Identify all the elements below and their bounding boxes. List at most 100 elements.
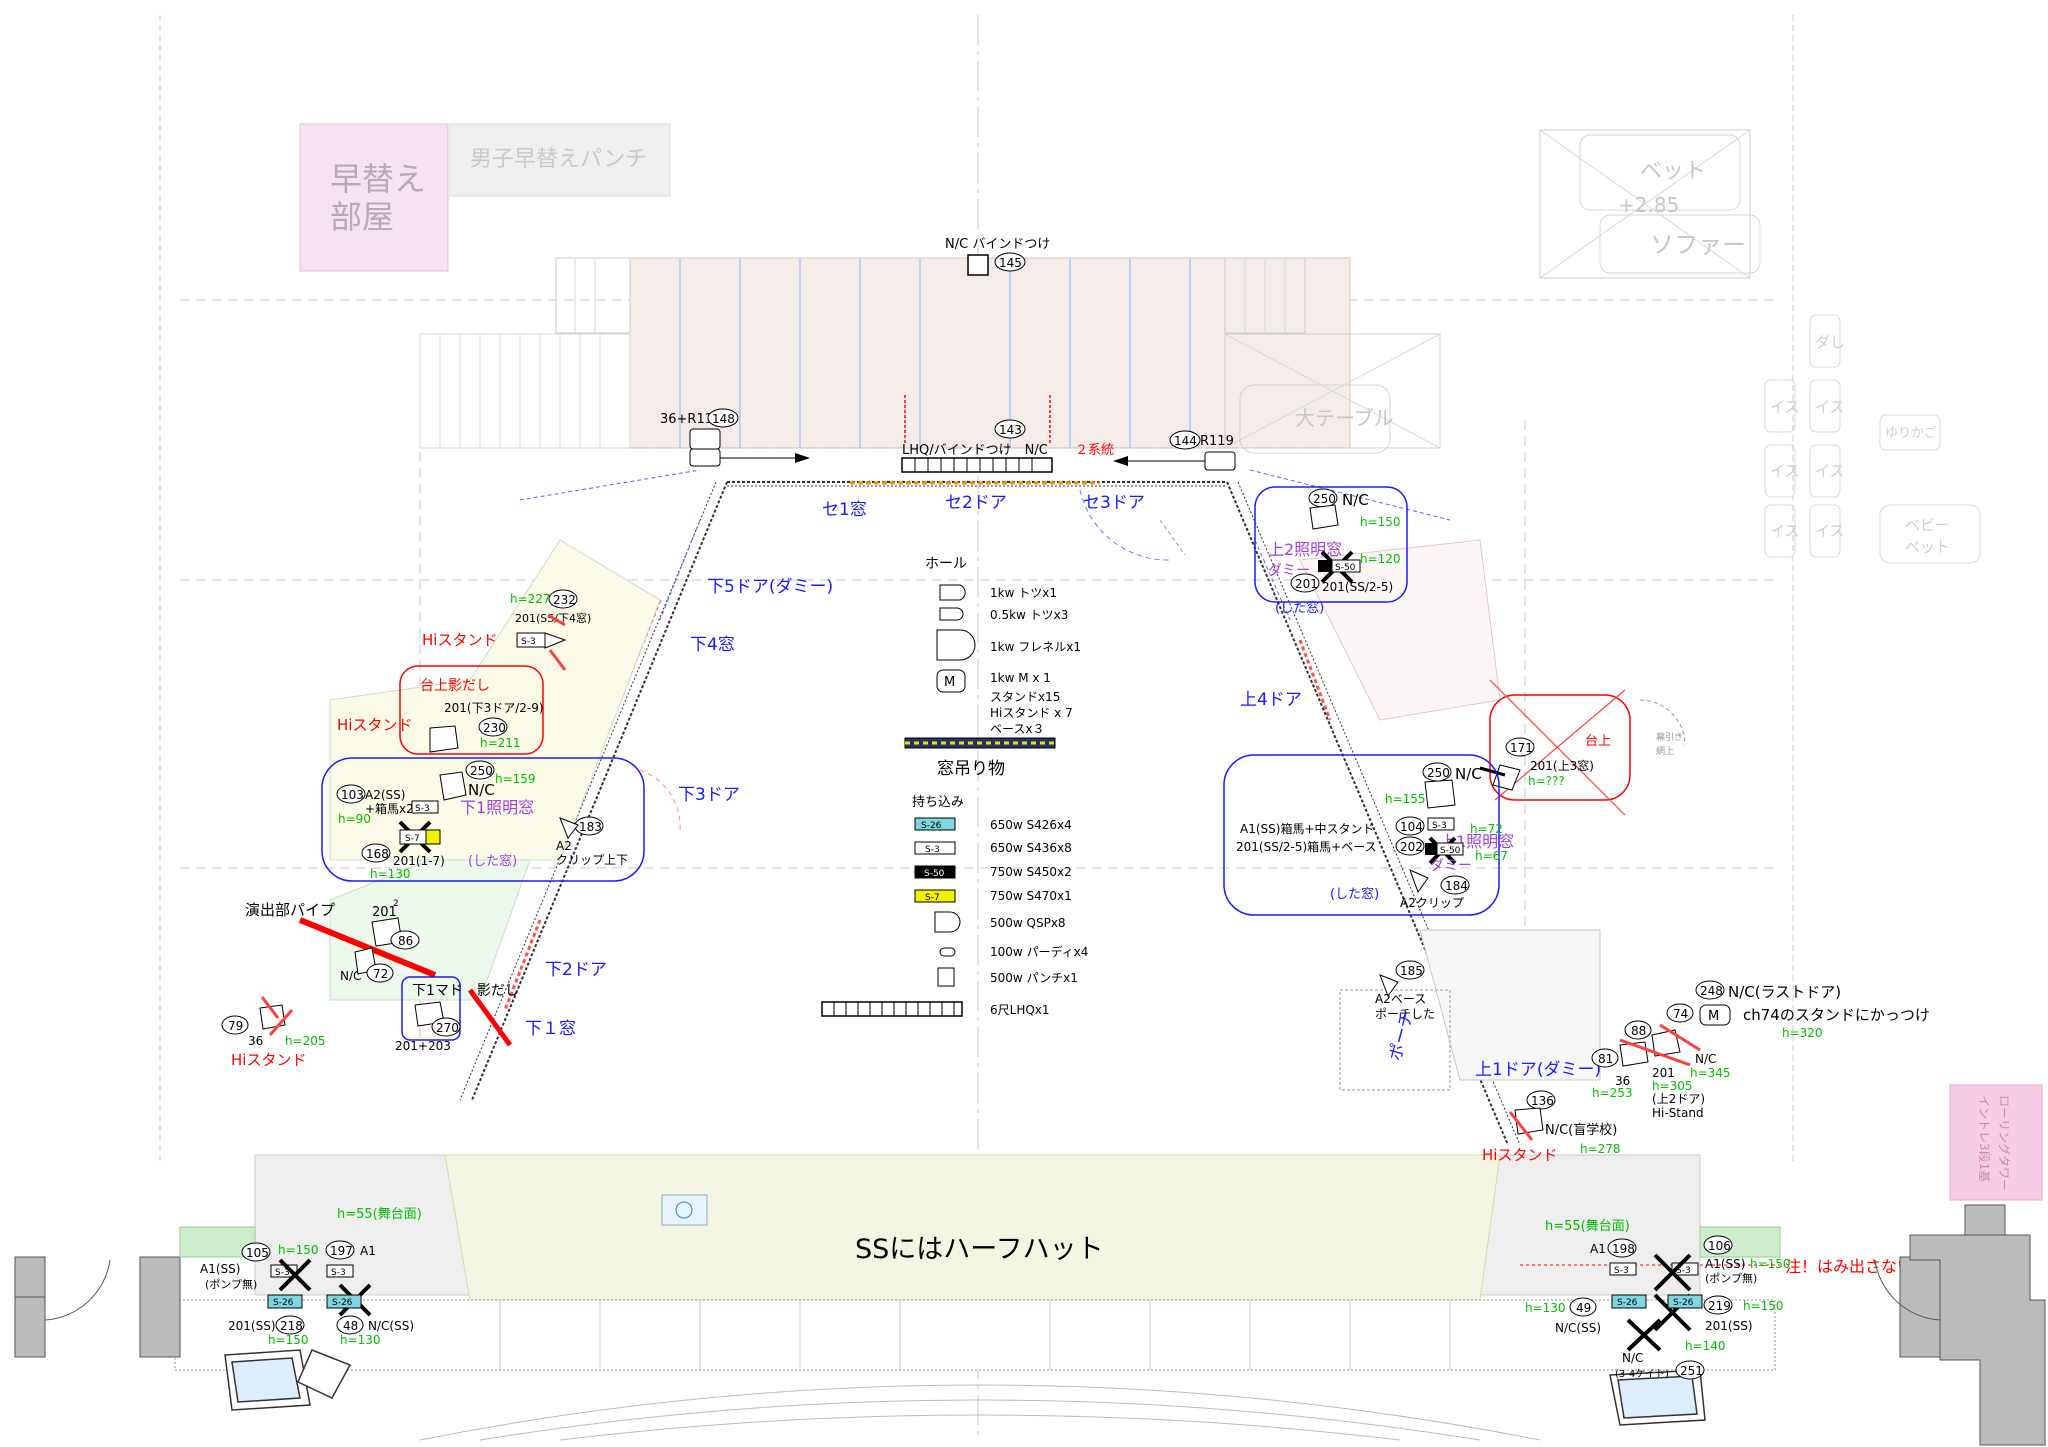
bl-s26-2: S-26 [332, 1298, 353, 1308]
right-h253: h=253 [1592, 1086, 1633, 1100]
legend-stands: スタンドx15 [990, 690, 1060, 704]
stage-height-right: h=55(舞台面) [1545, 1219, 1630, 1234]
left-s3-2: S-3 [415, 804, 430, 814]
chair-label-2: イス [1770, 462, 1800, 480]
left-a2: A2 [556, 839, 572, 853]
legend-item-05kw-totsu: 0.5kw トツx3 [990, 608, 1068, 622]
chair-label-1: イス [1770, 398, 1800, 416]
bl-a1: A1 [360, 1244, 376, 1258]
intole-tower-line2: ローリングタワー [1997, 1095, 2011, 1191]
zone-shita5: 下5ドア(ダミー) [707, 577, 833, 597]
right-h305: h=305 [1652, 1079, 1693, 1093]
fixture-250-number-left: 250 [470, 764, 493, 778]
big-table-label: 大テーブル [1295, 406, 1394, 430]
fixture-104-number: 104 [1400, 820, 1423, 834]
stage-apron: SSにはハーフハット h=55(舞台面) h=55(舞台面) 注！はみ出さない [174, 1154, 1913, 1441]
right-h320: h=320 [1782, 1026, 1823, 1040]
left-s3-1: S-3 [521, 637, 536, 647]
legend-tag-s3: S-3 [925, 845, 940, 855]
legend-hall-heading: ホール [925, 556, 967, 572]
cradle-label: ゆりかご [1885, 425, 1937, 441]
left-hi-stand-2: Hiスタンド [337, 716, 412, 734]
zone-se2: セ2ドア [945, 493, 1007, 513]
fixture-171-number: 171 [1510, 741, 1533, 755]
zone-se3: セ3ドア [1083, 493, 1145, 513]
right-upper2-door: (上2ドア) [1652, 1092, 1705, 1106]
right-s50-1: S-50 [1335, 563, 1356, 573]
left-a2ss: A2(SS) [365, 788, 405, 802]
fixture-248-number: 248 [1700, 984, 1723, 998]
right-s3-1: S-3 [1432, 821, 1447, 831]
left-pipe: 演出部パイプ [245, 901, 335, 919]
left-hi-stand-1: Hiスタンド [422, 631, 497, 649]
fixture-49-number: 49 [1576, 1301, 1591, 1315]
fixture-143-number: 143 [999, 423, 1022, 437]
right-h278: h=278 [1580, 1142, 1621, 1156]
bl-s3-2: S-3 [331, 1268, 346, 1278]
left-nc-72: N/C [340, 969, 361, 983]
zone-shita4: 下4窓 [690, 635, 735, 655]
left-sup2: 2 [393, 899, 399, 909]
br-s26-2: S-26 [1673, 1298, 1694, 1308]
fixture-136-number: 136 [1531, 1094, 1554, 1108]
right-curtain-note-2: 網上 [1656, 745, 1674, 757]
fixture-103-number: 103 [341, 788, 364, 802]
br-ncss: N/C(SS) [1555, 1321, 1601, 1335]
fixture-148-number: 148 [712, 412, 735, 426]
ground-row-blocks [224, 1349, 1706, 1426]
right-201-a: 201 [1652, 1066, 1675, 1080]
right-dummy-2: ダミー [1430, 858, 1472, 874]
left-h130: h=130 [370, 867, 411, 881]
left-h227: h=227 [510, 592, 551, 606]
fixture-250-number-right: 250 [1313, 492, 1336, 506]
left-201-17: 201(1-7) [393, 854, 445, 868]
legend-item-s470: 750w S470x1 [990, 889, 1072, 903]
intole-tower-line1: イントレ3段1基 [1977, 1095, 1992, 1182]
fixture-183-number: 183 [579, 820, 602, 834]
nc-blind-label: N/C バインドつけ [945, 237, 1050, 252]
zone-se1: セ1窓 [822, 500, 867, 520]
bed-height-label: +2.85 [1618, 193, 1679, 217]
fixture-250-number-right2: 250 [1427, 766, 1450, 780]
left-s7: S-7 [405, 834, 420, 844]
right-nc-last-door: N/C(ラストドア) [1728, 983, 1841, 1001]
zone-kami1: 上1ドア(ダミー) [1475, 1060, 1601, 1080]
br-h140: h=140 [1685, 1339, 1726, 1353]
br-cable34: (3-4ケイト) [1615, 1368, 1669, 1380]
bottom-left-cluster: 105 h=150 197 A1 A1(SS) (ポンプ無) S-3 S-3 S… [200, 1240, 414, 1347]
left-h159: h=159 [495, 772, 536, 786]
bl-s3-1: S-3 [275, 1268, 290, 1278]
legend-item-pardi: 100w パーディx4 [990, 944, 1088, 959]
fixture-197-number: 197 [330, 1244, 353, 1258]
right-201-ss25-base: 201(SS/2-5)箱馬+ベース [1236, 839, 1377, 854]
right-m-icon: M [1708, 1009, 1719, 1024]
fixture-86-number: 86 [398, 934, 413, 948]
left-nc: N/C [468, 781, 495, 799]
left-clip-updown: クリップ上下 [556, 853, 628, 867]
legend-item-s450: 750w S450x2 [990, 865, 1072, 879]
fixture-184-number: 184 [1445, 879, 1468, 893]
chair-label-4: イス [1815, 398, 1845, 416]
fixture-72-number: 72 [373, 967, 388, 981]
legend-tag-s26: S-26 [921, 821, 942, 831]
bl-h150-b: h=150 [268, 1333, 309, 1347]
fixture-81-number: 81 [1598, 1052, 1613, 1066]
right-a2base: A2ベース [1375, 992, 1426, 1006]
right-upper2-window: 上2照明窓 [1268, 540, 1342, 559]
legend-item-s426: 650w S426x4 [990, 818, 1072, 832]
lhq-blind-label: LHQ/バインドつけ N/C [902, 443, 1048, 458]
br-h130: h=130 [1525, 1301, 1566, 1315]
right-36: 36 [1615, 1074, 1630, 1088]
right-stage-group: 250 N/C h=150 上2照明窓 ダミー S-50 h=120 201 2… [1223, 486, 1930, 1164]
left-h205: h=205 [285, 1034, 326, 1048]
right-a2clip: A2クリップ [1400, 896, 1464, 910]
right-201-ss25: 201(SS/2-5) [1322, 580, 1393, 594]
zone-labels: セ1窓 セ2ドア セ3ドア 下5ドア(ダミー) 下4窓 下3ドア 下2ドア 下１… [525, 493, 1601, 1080]
fixture-218-number: 218 [280, 1319, 303, 1333]
left-shadow-platform: 台上影だし [420, 678, 490, 694]
fixture-230-number: 230 [483, 721, 506, 735]
legend: ホール 1kw トツx1 0.5kw トツx3 1kw フレネルx1 M 1kw… [821, 556, 1088, 1017]
left-stage-group: h=227 232 201(SS/下4窓) Hiスタンド S-3 台上影だし 2… [221, 589, 645, 1069]
right-nc-88: N/C [1695, 1052, 1716, 1066]
